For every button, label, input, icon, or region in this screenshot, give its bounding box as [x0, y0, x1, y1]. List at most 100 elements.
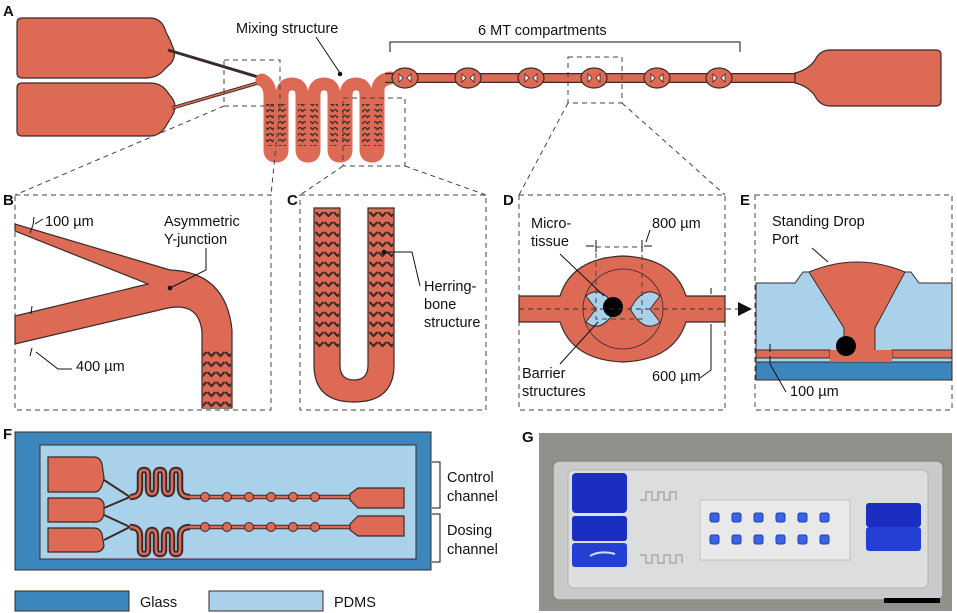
panel-f: F Control channel Dosi	[3, 426, 498, 571]
legend-glass-swatch	[14, 590, 130, 612]
width-600-label: 600 µm	[652, 369, 701, 385]
mixer-channel	[256, 72, 396, 162]
dosing-mixer-fill	[129, 525, 191, 556]
dye-wells	[709, 512, 830, 545]
legend-pdms-label: PDMS	[334, 595, 376, 611]
herringbone-label-2: bone	[424, 297, 456, 313]
panel-f-letter: F	[3, 426, 12, 443]
control-inlet-b	[47, 497, 105, 523]
control-label-1: Control	[447, 470, 494, 486]
width-800-marks	[586, 240, 652, 252]
dye-reservoir-right-top	[866, 503, 921, 527]
dosing-outlet	[349, 515, 405, 537]
legend-glass-label: Glass	[140, 595, 177, 611]
legend-pdms-swatch	[208, 590, 324, 612]
panel-g-letter: G	[522, 429, 534, 446]
dosing-bracket	[432, 513, 441, 563]
chip-center-area	[699, 499, 851, 561]
dye-reservoir-top-left	[572, 473, 627, 513]
control-bracket	[432, 461, 441, 509]
control-inlet-lines	[103, 479, 131, 509]
panel-c-frame	[299, 194, 487, 411]
glass-layer	[755, 361, 953, 381]
width-400-arrows	[29, 305, 33, 357]
herringbone-dot	[381, 249, 387, 255]
panel-c: C Herring- bone structure	[287, 192, 487, 411]
compartment	[454, 67, 482, 89]
width-400-label: 400 µm	[76, 359, 125, 375]
microtissue	[603, 297, 623, 317]
mt-compartments-label: 6 MT compartments	[478, 23, 607, 39]
mt-bracket	[389, 41, 741, 52]
width-600-leader	[699, 330, 712, 379]
panel-b-letter: B	[3, 192, 14, 209]
width-100-leader	[34, 218, 44, 225]
inlet-reservoir-top	[16, 17, 175, 79]
inlet-channel-bottom-fill	[171, 79, 269, 109]
dye-reservoir-bottom-left	[572, 543, 627, 567]
panel-a-letter: A	[3, 3, 14, 20]
panel-e-letter: E	[740, 192, 750, 209]
standing-drop-label-2: Port	[772, 232, 799, 248]
dye-reservoir-right-bottom	[866, 527, 921, 551]
panel-a: A	[3, 3, 942, 167]
section-arrow	[738, 302, 752, 316]
inlet-channel-top	[167, 48, 269, 82]
standing-drop-leader	[811, 247, 829, 263]
dosing-inlet-lines	[103, 514, 131, 541]
herringbone-right	[369, 212, 393, 350]
outlet-reservoir	[794, 49, 942, 107]
junction-label-1: Asymmetric	[164, 214, 240, 230]
compartment	[643, 67, 671, 89]
mt-compartments	[391, 67, 733, 89]
compartment	[705, 67, 733, 89]
width-800-leader	[645, 229, 651, 243]
zoom-box-d	[567, 56, 623, 104]
junction-herringbone	[203, 350, 231, 408]
panel-d-frame	[518, 194, 726, 411]
dosing-label-2: channel	[447, 542, 498, 558]
legend: Glass PDMS	[14, 590, 376, 612]
y-junction-channel	[14, 223, 233, 409]
microtissue-leader	[559, 253, 605, 297]
zoom-box-b	[223, 59, 281, 107]
chip-mixer-traces	[640, 491, 683, 564]
mixing-leader	[315, 36, 341, 74]
panel-g: G	[522, 429, 952, 611]
dosing-compartments	[200, 522, 320, 532]
mixer-herringbone-marks	[266, 104, 382, 146]
panel-c-letter: C	[287, 192, 298, 209]
compartment	[580, 67, 608, 89]
microtissue-label-2: tissue	[531, 234, 569, 250]
port-box	[595, 246, 643, 320]
height-100-leader	[769, 363, 787, 393]
dosing-inlet	[47, 527, 105, 553]
herringbone-leader	[384, 251, 421, 287]
dosing-label-1: Dosing	[447, 523, 492, 539]
herringbone-label-3: structure	[424, 315, 480, 331]
control-outlet	[349, 487, 405, 509]
control-compartments	[200, 492, 320, 502]
dye-highlight	[589, 551, 616, 557]
barrier-label-1: Barrier	[522, 366, 566, 382]
panel-b: B 100 µm Asymmetric Y-junction 400 µm	[3, 192, 272, 411]
mixing-structure-label: Mixing structure	[236, 21, 338, 37]
standing-drop-label-1: Standing Drop	[772, 214, 865, 230]
control-label-2: channel	[447, 489, 498, 505]
inlet-reservoir-bottom	[16, 82, 176, 137]
panel-e: E Standing Drop Port 100 µm	[740, 192, 953, 411]
width-800-label: 800 µm	[652, 216, 701, 232]
scale-bar	[884, 598, 940, 603]
microtissue-e	[836, 336, 856, 356]
compartment	[391, 67, 419, 89]
width-100-label: 100 µm	[45, 214, 94, 230]
herringbone-label-1: Herring-	[424, 279, 477, 295]
dye-reservoir-mid-left	[572, 516, 627, 541]
microtissue-label-1: Micro-	[531, 216, 571, 232]
barrier-leader	[559, 321, 599, 365]
channel-right	[891, 349, 953, 359]
panel-b-frame	[14, 194, 272, 411]
zoom-connectors	[14, 102, 726, 196]
control-inlet-a	[47, 456, 105, 493]
